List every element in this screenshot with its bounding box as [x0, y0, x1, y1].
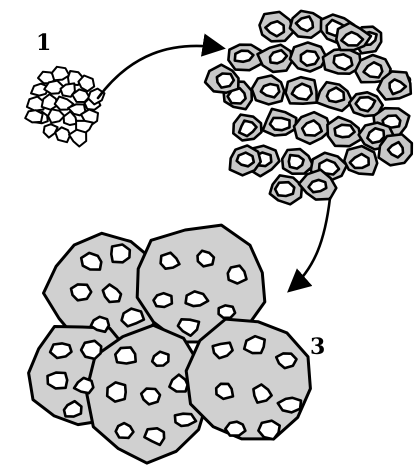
- coated-particle-core: [335, 125, 355, 137]
- agglomerate-pore: [81, 253, 101, 270]
- agglomerate-pore: [278, 398, 301, 413]
- primary-grain: [25, 110, 43, 122]
- agglomerate-pore: [116, 423, 134, 438]
- coated-particle-core: [289, 155, 304, 169]
- coated-particle-core: [301, 51, 319, 66]
- step-3-label: 3: [310, 334, 325, 360]
- coated-particle-core: [275, 182, 294, 196]
- agglomerate-pore: [81, 341, 101, 359]
- agglomerate-pore: [216, 384, 233, 399]
- coated-particle-cluster: [205, 11, 412, 204]
- agglomerate-pore: [48, 373, 68, 389]
- primary-grain: [69, 130, 86, 147]
- curved-arrow-icon: [98, 46, 222, 98]
- agglomerate-pore: [175, 414, 196, 426]
- agglomerate-pore: [225, 422, 245, 436]
- agglomerate-pore: [107, 382, 126, 401]
- primary-grain: [52, 67, 69, 80]
- coated-particle-core: [235, 51, 254, 62]
- coated-particle-core: [217, 74, 234, 88]
- primary-particle-cluster: [25, 67, 104, 147]
- coated-particle-core: [270, 118, 290, 130]
- primary-grain: [48, 109, 65, 123]
- agglomerate-pore: [111, 245, 130, 263]
- curved-arrow-icon: [290, 198, 330, 290]
- primary-grain: [55, 127, 70, 142]
- coated-particle-core: [327, 88, 344, 102]
- agglomerate-pore: [50, 343, 71, 358]
- primary-grain: [78, 76, 94, 92]
- coated-particle-core: [309, 180, 327, 192]
- agglomerate-pore: [219, 305, 236, 317]
- fused-agglomerate: [29, 225, 311, 463]
- agglomerate-pore: [154, 293, 172, 307]
- agglomerate-lobe: [186, 319, 310, 439]
- step-1-label: 1: [36, 30, 51, 56]
- agglomerate-pore: [115, 347, 135, 363]
- agglomerate-pore: [71, 284, 91, 300]
- coated-particle-core: [237, 153, 254, 167]
- primary-grain: [27, 97, 44, 111]
- coated-particle-core: [334, 54, 353, 69]
